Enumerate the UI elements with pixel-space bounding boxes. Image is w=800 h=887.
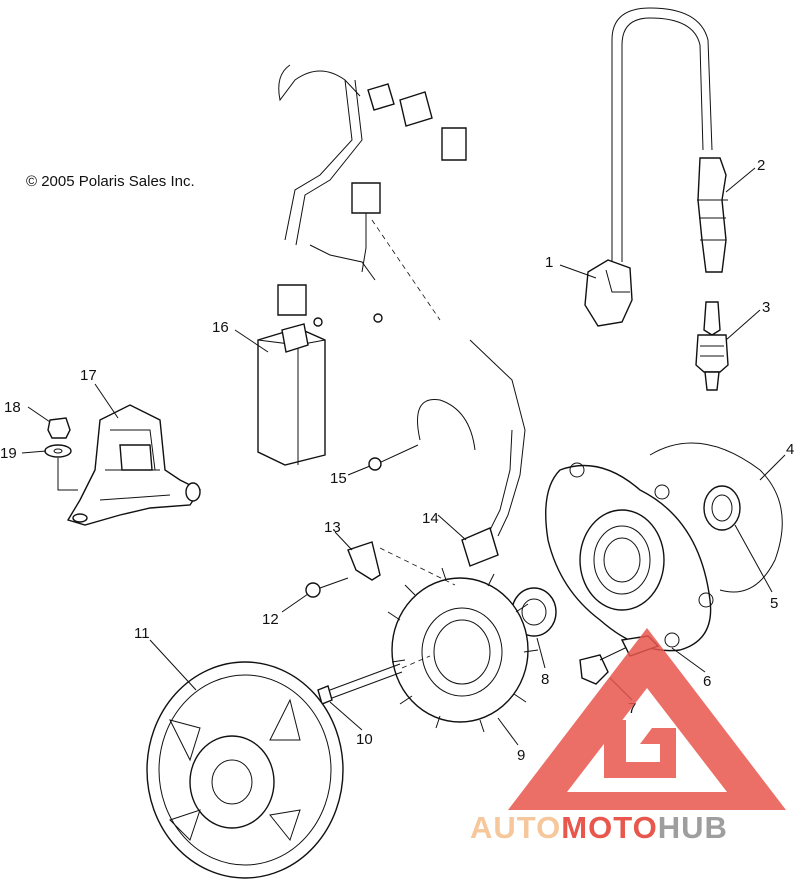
callout-11: 11 (134, 625, 150, 642)
nut-18 (47, 417, 71, 439)
cdi-module (257, 323, 326, 466)
watermark-text: AUTOMOTOHUB (470, 810, 728, 845)
callout-4: 4 (786, 441, 794, 458)
callout-1: 1 (545, 254, 553, 271)
watermark-triangle-icon (508, 628, 786, 810)
callout-2: 2 (757, 157, 765, 174)
callout-9: 9 (517, 747, 525, 764)
screw-12 (305, 577, 349, 598)
stator-coil (387, 567, 539, 733)
callout-16: 16 (212, 319, 229, 336)
callout-15: 15 (330, 470, 347, 487)
callout-5: 5 (770, 595, 778, 612)
callout-12: 12 (262, 611, 279, 628)
pickup-coil (461, 339, 526, 567)
callout-14: 14 (422, 510, 439, 527)
callout-7: 7 (628, 700, 636, 717)
washer-19 (44, 444, 72, 458)
callout-numbers: 1 2 3 4 5 6 7 8 9 10 11 12 13 14 15 16 1… (0, 157, 794, 764)
callout-10: 10 (356, 731, 373, 748)
stator-plate (545, 462, 714, 652)
leader-lines (21, 167, 786, 746)
callout-6: 6 (703, 673, 711, 690)
watermark-text-moto: MOTO (561, 810, 657, 845)
watermark-text-auto: AUTO (470, 810, 561, 845)
callout-8: 8 (541, 671, 549, 688)
callout-19: 19 (0, 445, 17, 462)
oil-seal-5 (703, 485, 741, 531)
wiring-harness (277, 64, 467, 327)
regulator-rectifier (66, 404, 202, 526)
callout-3: 3 (762, 299, 770, 316)
ground-screw (368, 399, 476, 471)
o-ring (649, 442, 783, 593)
spark-plug (695, 301, 729, 391)
copyright-text: © 2005 Polaris Sales Inc. (26, 173, 195, 190)
watermark-inner-mark-icon (604, 720, 676, 778)
callout-18: 18 (4, 399, 21, 416)
ignition-coil (584, 259, 633, 327)
watermark-text-hub: HUB (658, 810, 728, 845)
leader-18-19 (57, 458, 78, 491)
callout-17: 17 (80, 367, 97, 384)
bracket-13 (347, 541, 456, 586)
bolt-10 (317, 655, 431, 705)
ignition-coil-wire (611, 7, 728, 273)
watermark-logo (508, 628, 786, 810)
callout-13: 13 (324, 519, 341, 536)
flywheel (146, 661, 344, 879)
